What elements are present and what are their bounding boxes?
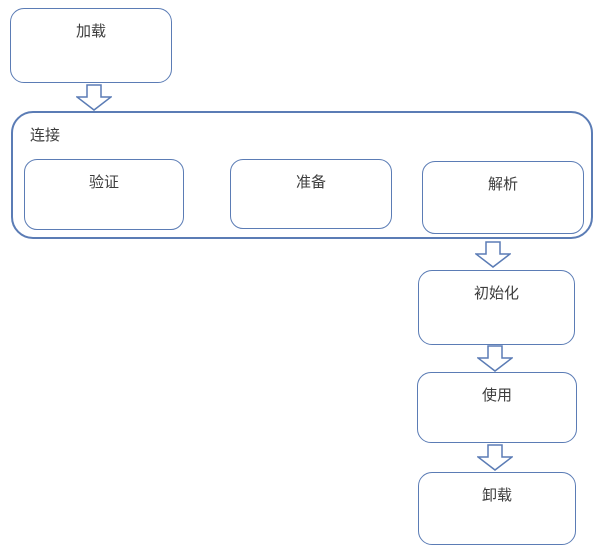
node-resolve-label: 解析 — [487, 176, 518, 193]
node-link-label: 连接 — [30, 127, 61, 144]
node-initialize: 初始化 — [418, 270, 575, 345]
down-arrow-icon — [477, 345, 513, 372]
node-unload-label: 卸载 — [481, 487, 512, 504]
node-load-label: 加载 — [75, 23, 106, 40]
node-initialize-label: 初始化 — [473, 285, 519, 302]
node-resolve: 解析 — [422, 161, 584, 234]
node-link-container: 连接 验证 准备 解析 — [11, 111, 593, 239]
node-load: 加载 — [10, 8, 172, 83]
node-use-label: 使用 — [481, 387, 512, 404]
node-verify: 验证 — [24, 159, 184, 230]
node-prepare: 准备 — [230, 159, 392, 229]
node-prepare-label: 准备 — [295, 174, 326, 191]
down-arrow-icon — [76, 84, 112, 111]
node-unload: 卸载 — [418, 472, 576, 545]
node-verify-label: 验证 — [88, 174, 119, 191]
down-arrow-icon — [477, 444, 513, 471]
down-arrow-icon — [475, 241, 511, 268]
node-use: 使用 — [417, 372, 577, 443]
